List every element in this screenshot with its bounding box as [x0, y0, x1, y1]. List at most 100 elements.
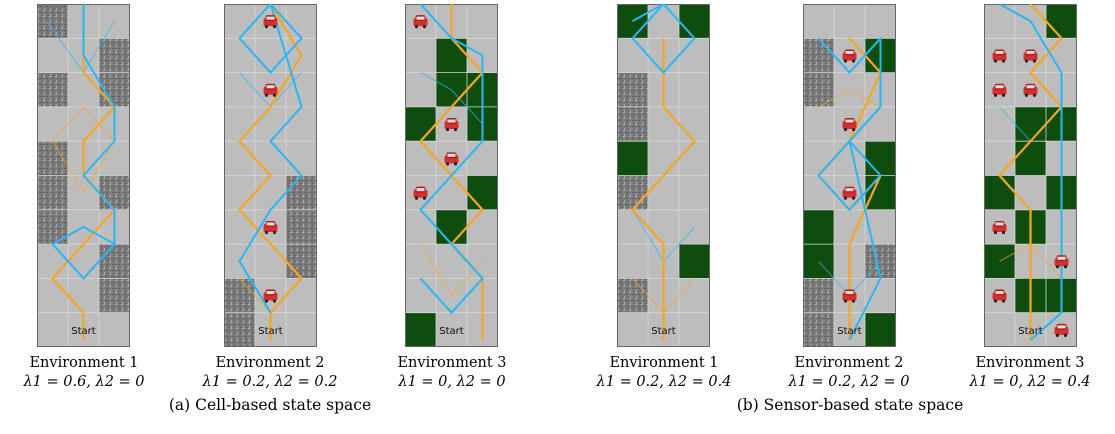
- car-obstacle-icon: [842, 49, 857, 63]
- road-cell: [37, 312, 68, 347]
- road-cell: [467, 141, 498, 176]
- environment-label: Environment 3: [975, 355, 1085, 371]
- environment-label: Environment 3: [397, 355, 507, 371]
- road-cell: [467, 209, 498, 245]
- gravel-cell: [99, 278, 130, 313]
- road-cell: [405, 38, 436, 73]
- caption-a3: Environment 3 λ1 = 0, λ2 = 0: [362, 354, 542, 392]
- car-obstacle-icon: [1023, 49, 1038, 63]
- gravel-cell: [37, 72, 68, 107]
- road-cell: [648, 141, 679, 176]
- grass-cell: [865, 312, 896, 347]
- car-obstacle-icon: [263, 83, 278, 97]
- car-obstacle-icon: [263, 15, 278, 29]
- grass-cell: [467, 175, 498, 210]
- blue-trajectory: [631, 4, 696, 74]
- gravel-cell: [803, 72, 834, 107]
- gravel-cell: [286, 244, 317, 279]
- road-cell: [679, 106, 710, 142]
- panel-a2: Start: [224, 4, 317, 347]
- grass-cell: [617, 141, 648, 176]
- blue-trajectory: [817, 37, 882, 341]
- gravel-cell: [286, 209, 317, 245]
- road-cell: [436, 175, 467, 210]
- road-cell: [37, 38, 68, 73]
- car-obstacle-icon: [842, 118, 857, 132]
- lambda-values: λ1 = 0, λ2 = 0.4: [969, 374, 1091, 390]
- panel-a3: Start: [405, 4, 498, 347]
- caption-a1: Environment 1 λ1 = 0.6, λ2 = 0: [0, 354, 174, 392]
- car-obstacle-icon: [413, 15, 428, 29]
- road-cell: [405, 141, 436, 176]
- caption-b3: Environment 3 λ1 = 0, λ2 = 0.4: [940, 354, 1115, 392]
- road-cell: [255, 175, 286, 210]
- faint-trajectory: [420, 72, 483, 125]
- blue-trajectory: [238, 4, 303, 314]
- start-label: Start: [71, 326, 96, 337]
- road-cell: [286, 312, 317, 347]
- car-obstacle-icon: [992, 289, 1007, 303]
- gravel-cell: [224, 312, 255, 347]
- road-cell: [679, 312, 710, 347]
- road-cell: [255, 244, 286, 279]
- gravel-cell: [803, 312, 834, 347]
- road-cell: [834, 141, 865, 176]
- environment-label: Environment 2: [794, 355, 904, 371]
- car-obstacle-icon: [1023, 83, 1038, 97]
- road-cell: [436, 244, 467, 279]
- road-cell: [834, 4, 865, 39]
- grass-cell: [1046, 4, 1077, 39]
- car-obstacle-icon: [263, 289, 278, 303]
- road-cell: [255, 141, 286, 176]
- road-cell: [865, 278, 896, 313]
- caption-a2: Environment 2 λ1 = 0.2, λ2 = 0.2: [180, 354, 360, 392]
- road-cell: [224, 141, 255, 176]
- grid-world: Start: [37, 4, 130, 347]
- road-cell: [984, 141, 1015, 176]
- gravel-cell: [224, 278, 255, 313]
- gravel-cell: [37, 4, 68, 39]
- road-cell: [99, 312, 130, 347]
- car-obstacle-icon: [263, 220, 278, 235]
- faint-trajectory: [818, 89, 881, 108]
- grass-cell: [436, 209, 467, 245]
- road-cell: [865, 4, 896, 39]
- panel-b1: Start: [617, 4, 710, 347]
- start-label: Start: [258, 326, 283, 337]
- subcaption-b: (b) Sensor-based state space: [736, 396, 964, 414]
- road-cell: [224, 72, 255, 107]
- start-label: Start: [837, 326, 862, 337]
- gravel-cell: [617, 278, 648, 313]
- road-cell: [436, 312, 467, 347]
- road-cell: [68, 278, 99, 313]
- panel-b2: Start: [803, 4, 896, 347]
- road-cell: [679, 38, 710, 73]
- road-cell: [984, 106, 1015, 142]
- start-label: Start: [439, 326, 464, 337]
- road-cell: [255, 106, 286, 142]
- gravel-cell: [37, 175, 68, 210]
- road-cell: [37, 244, 68, 279]
- road-cell: [286, 141, 317, 176]
- blue-trajectory: [51, 4, 116, 280]
- road-cell: [803, 106, 834, 142]
- road-cell: [224, 38, 255, 73]
- road-cell: [255, 38, 286, 73]
- road-cell: [803, 141, 834, 176]
- blue-trajectory: [419, 4, 484, 314]
- start-label: Start: [1018, 326, 1043, 337]
- road-cell: [1015, 175, 1046, 210]
- road-cell: [467, 4, 498, 39]
- gravel-cell: [803, 278, 834, 313]
- road-cell: [648, 209, 679, 245]
- car-obstacle-icon: [842, 186, 857, 200]
- grass-cell: [617, 4, 648, 39]
- panel-border: [803, 4, 896, 347]
- grass-cell: [803, 209, 834, 245]
- car-obstacle-icon: [992, 220, 1007, 235]
- road-cell: [405, 72, 436, 107]
- lambda-values: λ1 = 0, λ2 = 0: [398, 374, 506, 390]
- lambda-values: λ1 = 0.2, λ2 = 0.4: [596, 374, 732, 390]
- gravel-cell: [803, 38, 834, 73]
- grid-world: Start: [803, 4, 896, 347]
